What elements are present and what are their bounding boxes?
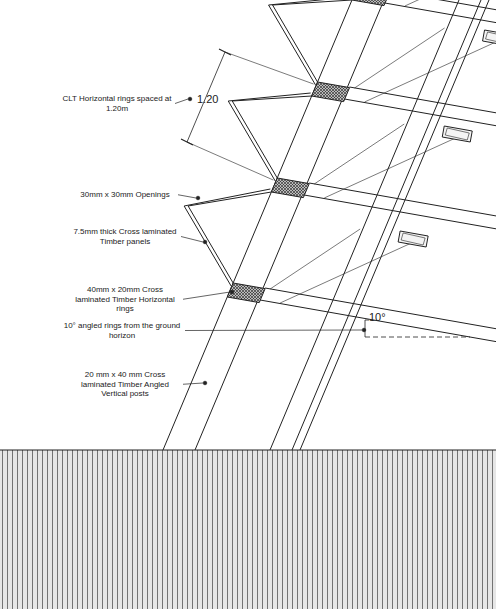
openings-note: 30mm x 30mm Openings (75, 190, 175, 200)
post-note: 20 mm x 40 mm Cross laminated Timber Ang… (70, 370, 180, 399)
leader-dot (196, 196, 200, 200)
angle-value: 10° (369, 311, 393, 323)
leader-line (183, 383, 203, 384)
leader-line (183, 292, 230, 299)
vertical-post (195, 0, 392, 450)
leader-line (178, 195, 196, 198)
ring-note: 40mm x 20mm Cross laminated Timber Horiz… (70, 285, 180, 314)
ground-hatch (0, 450, 496, 609)
opening-window (401, 233, 425, 245)
opening-window (398, 231, 428, 247)
angle-note: 10° angled rings from the ground horizon (62, 321, 182, 340)
ring-spacing-note: CLT Horizontal rings spaced at 1.20m (62, 94, 172, 113)
opening-window (442, 126, 472, 142)
ring-section (312, 82, 350, 102)
ring-line (304, 195, 496, 229)
clt-panel (188, 192, 271, 283)
angle-tick (365, 320, 369, 321)
ring-section (227, 283, 265, 303)
ring-section (352, 0, 390, 6)
back-post-edge (300, 0, 496, 450)
clt-panel (184, 189, 270, 286)
dimension-tick (219, 49, 231, 55)
opening-window (483, 30, 496, 46)
ring-line (390, 0, 496, 10)
leader-line (185, 330, 362, 332)
extension-line (187, 142, 273, 180)
leader-line (181, 237, 203, 243)
ring-line (385, 3, 496, 23)
ring-section (271, 178, 309, 198)
dimension-value: 1.20 (197, 93, 227, 105)
panel-facet (405, 0, 496, 6)
panel-note: 7.5mm thick Cross laminated Timber panel… (72, 227, 178, 246)
ring-line (260, 300, 496, 342)
panel-facet (324, 134, 464, 198)
panel-facet (365, 38, 496, 102)
extension-line (225, 52, 314, 84)
clt-panel (228, 93, 310, 181)
leader-dot (188, 97, 192, 101)
vertical-post (163, 0, 360, 450)
leader-dot (362, 328, 366, 332)
leader-dot (203, 381, 207, 385)
clt-panel (273, 0, 352, 82)
leader-dot (203, 240, 207, 244)
leader-dot (230, 290, 234, 294)
dimension-tick (181, 139, 193, 145)
opening-window (445, 128, 469, 140)
ring-line (309, 183, 496, 216)
leader-line (175, 99, 188, 104)
panel-facet (280, 239, 420, 303)
ground-line (0, 449, 496, 450)
back-post (270, 0, 467, 450)
horizon-dashed-line (365, 337, 470, 338)
ring-line (350, 87, 496, 113)
ring-line (345, 99, 496, 126)
back-post (292, 0, 489, 450)
clt-panel (232, 96, 311, 178)
opening-window (486, 32, 496, 44)
